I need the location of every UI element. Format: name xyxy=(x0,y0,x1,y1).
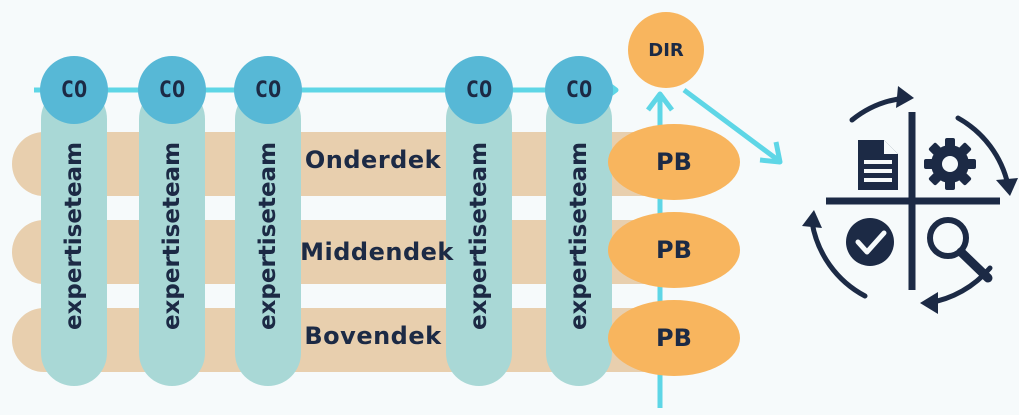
expertiseteam-column-2: expertiseteam xyxy=(139,86,205,386)
co-node-1: CO xyxy=(40,56,108,124)
dir-node: DIR xyxy=(628,12,704,88)
co-label-4: CO xyxy=(465,77,493,103)
dir-label: DIR xyxy=(648,39,684,61)
co-label-3: CO xyxy=(254,77,282,103)
pb-node-middendek: PB xyxy=(608,212,740,288)
pb-node-bovendek: PB xyxy=(608,300,740,376)
pb-label-2: PB xyxy=(656,236,692,264)
pb-label-1: PB xyxy=(656,148,692,176)
expertiseteam-column-1: expertiseteam xyxy=(41,86,107,386)
co-node-5: CO xyxy=(545,56,613,124)
magnifier-icon xyxy=(927,217,993,283)
cycle-arrowhead-right xyxy=(996,178,1018,196)
document-icon xyxy=(858,140,898,190)
co-node-3: CO xyxy=(234,56,302,124)
co-label-2: CO xyxy=(158,77,186,103)
checkmark-icon xyxy=(846,218,894,266)
deck-label-bovendek: Bovendek xyxy=(304,322,442,350)
deck-label-middendek: Middendek xyxy=(300,238,454,266)
cycle-arrowhead-top xyxy=(896,86,914,108)
co-node-4: CO xyxy=(445,56,513,124)
pb-label-3: PB xyxy=(656,324,692,352)
cycle-arrowhead-bottom xyxy=(920,292,938,314)
pb-arrowhead xyxy=(646,91,674,112)
dir-to-cycle-arrowhead xyxy=(759,141,783,165)
co-node-2: CO xyxy=(138,56,206,124)
expertiseteam-column-3: expertiseteam xyxy=(235,86,301,386)
co-label-1: CO xyxy=(60,77,88,103)
pb-node-onderdek: PB xyxy=(608,124,740,200)
expertiseteam-column-5: expertiseteam xyxy=(546,86,612,386)
cycle-arc-right xyxy=(955,115,1011,188)
gear-icon xyxy=(924,138,976,190)
cycle-arc-left xyxy=(809,219,868,299)
deck-label-onderdek: Onderdek xyxy=(304,146,442,174)
co-label-5: CO xyxy=(565,77,593,103)
expertiseteam-column-4: expertiseteam xyxy=(446,86,512,386)
cycle-arrowhead-left xyxy=(802,210,822,228)
dir-to-cycle-line xyxy=(682,87,780,163)
